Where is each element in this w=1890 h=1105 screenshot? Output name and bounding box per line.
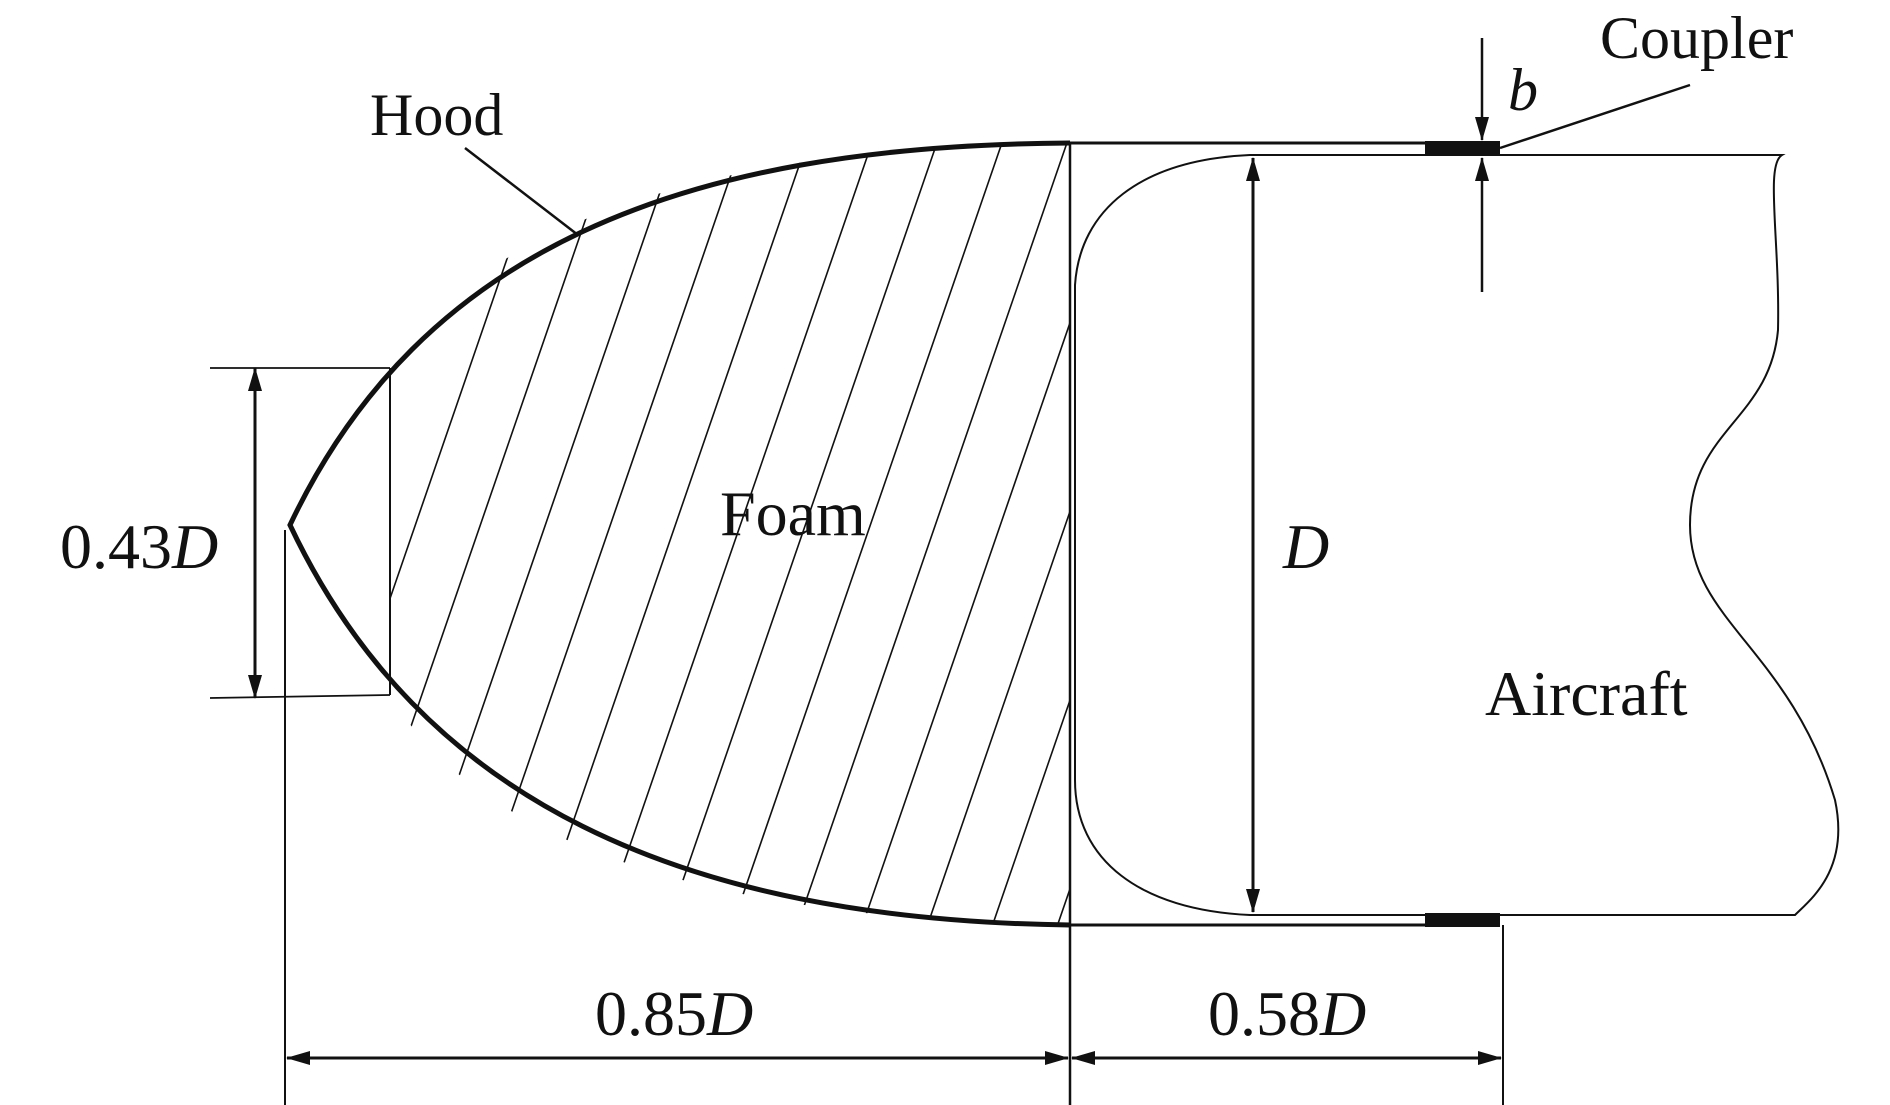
hood-length-dim-label: 0.85D	[595, 978, 753, 1049]
foam-hatching	[390, 143, 1070, 925]
hood-leader-line	[464, 147, 579, 236]
coupler-top	[1425, 141, 1500, 155]
coupler-bottom	[1425, 913, 1500, 927]
b-dim-label: b	[1508, 57, 1538, 123]
aircraft-label: Aircraft	[1485, 658, 1688, 729]
nose-height-dim-label: 0.43D	[60, 511, 218, 582]
hood-label: Hood	[370, 82, 503, 148]
foam-label: Foam	[720, 478, 866, 549]
hood-outline	[287, 140, 1071, 928]
coupler-label: Coupler	[1600, 5, 1793, 71]
nose-height-ext-bottom	[209, 694, 391, 699]
coupler-leader-line	[1499, 83, 1691, 150]
aircraft-outline	[1074, 154, 1840, 916]
diameter-dim-label: D	[1282, 511, 1329, 582]
aircraft-length-dim-label: 0.58D	[1208, 978, 1366, 1049]
